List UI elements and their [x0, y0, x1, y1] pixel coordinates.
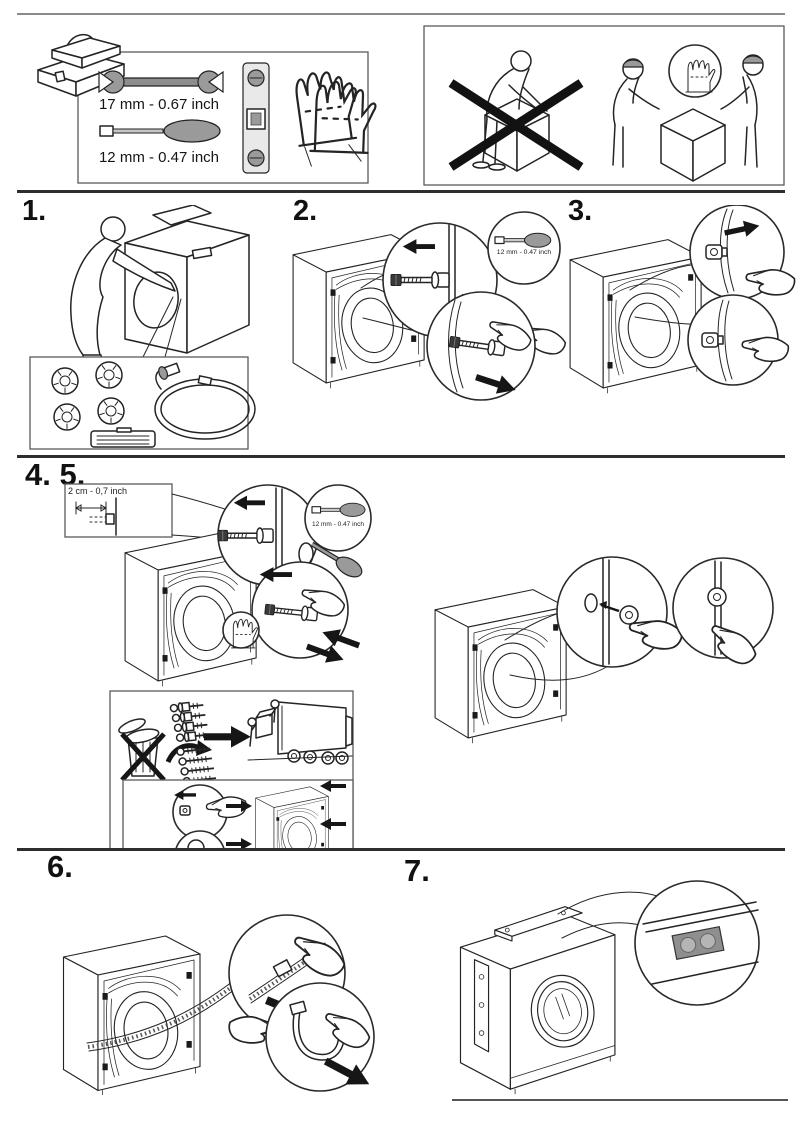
tools-panel-illustration — [37, 33, 378, 184]
two-person-lift-icon — [612, 44, 764, 182]
step-4-5-main-illustration — [64, 483, 372, 687]
moving-truck-icon — [247, 699, 353, 765]
prohibited-cross — [448, 79, 584, 171]
spirit-level-icon — [242, 62, 270, 174]
washing-machine-front — [124, 205, 250, 354]
nut-driver-size-label: 12 mm - 0.47 inch — [98, 149, 220, 166]
open-lid — [152, 205, 212, 226]
level-indicator-icon — [671, 925, 725, 961]
leader-lines — [142, 296, 182, 358]
nut-driver-icon — [99, 119, 221, 143]
washing-machine-rear-view — [255, 786, 329, 848]
step-3-illustration — [569, 205, 797, 394]
step-1-illustration — [29, 205, 256, 450]
washing-machine-rear-view — [434, 589, 567, 744]
section-divider — [17, 848, 785, 851]
detergent-tray-icon — [90, 427, 156, 448]
transport-hole-cap-icon — [97, 397, 125, 425]
step-7-number: 7. — [404, 853, 430, 888]
transport-hole-cap-icon — [51, 367, 79, 395]
clearance-label: 2 cm - 0,7 inch — [68, 486, 128, 496]
callout-circle — [175, 830, 225, 848]
hose-clip-icon — [272, 959, 293, 978]
step-6-number: 6. — [47, 849, 73, 884]
top-rule — [17, 13, 785, 15]
do-not-discard-icon — [118, 718, 166, 782]
washing-machine-rear-view — [62, 935, 201, 1095]
callout-circle-insert-cap — [556, 556, 668, 668]
step-1-number: 1. — [22, 195, 47, 227]
transport-hole-cap-icon — [53, 403, 81, 431]
gloves-icon — [288, 66, 378, 167]
step-4-5-keep-bolts-illustration — [109, 690, 354, 848]
callout-circle-tool — [304, 484, 372, 552]
callout-circle-cap-flush — [672, 557, 774, 659]
callout-circle-tool — [487, 211, 561, 285]
hose-hook-icon — [289, 1000, 307, 1016]
one-person-lift-prohibited-icon — [448, 50, 584, 172]
step-4-5-cap-illustration — [434, 556, 774, 744]
bracket-piece-icon — [179, 805, 191, 816]
section-divider — [17, 190, 785, 193]
step-4-5-tool-size-label: 12 mm - 0.47 inch — [311, 521, 365, 528]
washing-machine-front-view — [459, 906, 616, 1095]
step-7-illustration — [452, 880, 788, 1101]
step-6-illustration — [62, 914, 375, 1095]
lifting-panel-illustration — [423, 25, 785, 186]
wrench-icon — [98, 70, 224, 94]
section-divider — [17, 455, 785, 458]
step-2-tool-size-label: 12 mm - 0.47 inch — [496, 249, 552, 256]
step-2-number: 2. — [293, 195, 318, 227]
clearance-box — [64, 483, 173, 538]
hose-bracket-icon — [705, 244, 728, 260]
hose-bracket-icon — [701, 332, 724, 348]
inlet-hose-icon — [154, 362, 256, 440]
step-3-number: 3. — [568, 195, 593, 227]
step-2-illustration — [292, 211, 568, 401]
wrench-size-label: 17 mm - 0.67 inch — [98, 96, 220, 113]
transport-hole-cap-icon — [95, 361, 123, 389]
washing-machine-rear-view — [569, 239, 702, 394]
